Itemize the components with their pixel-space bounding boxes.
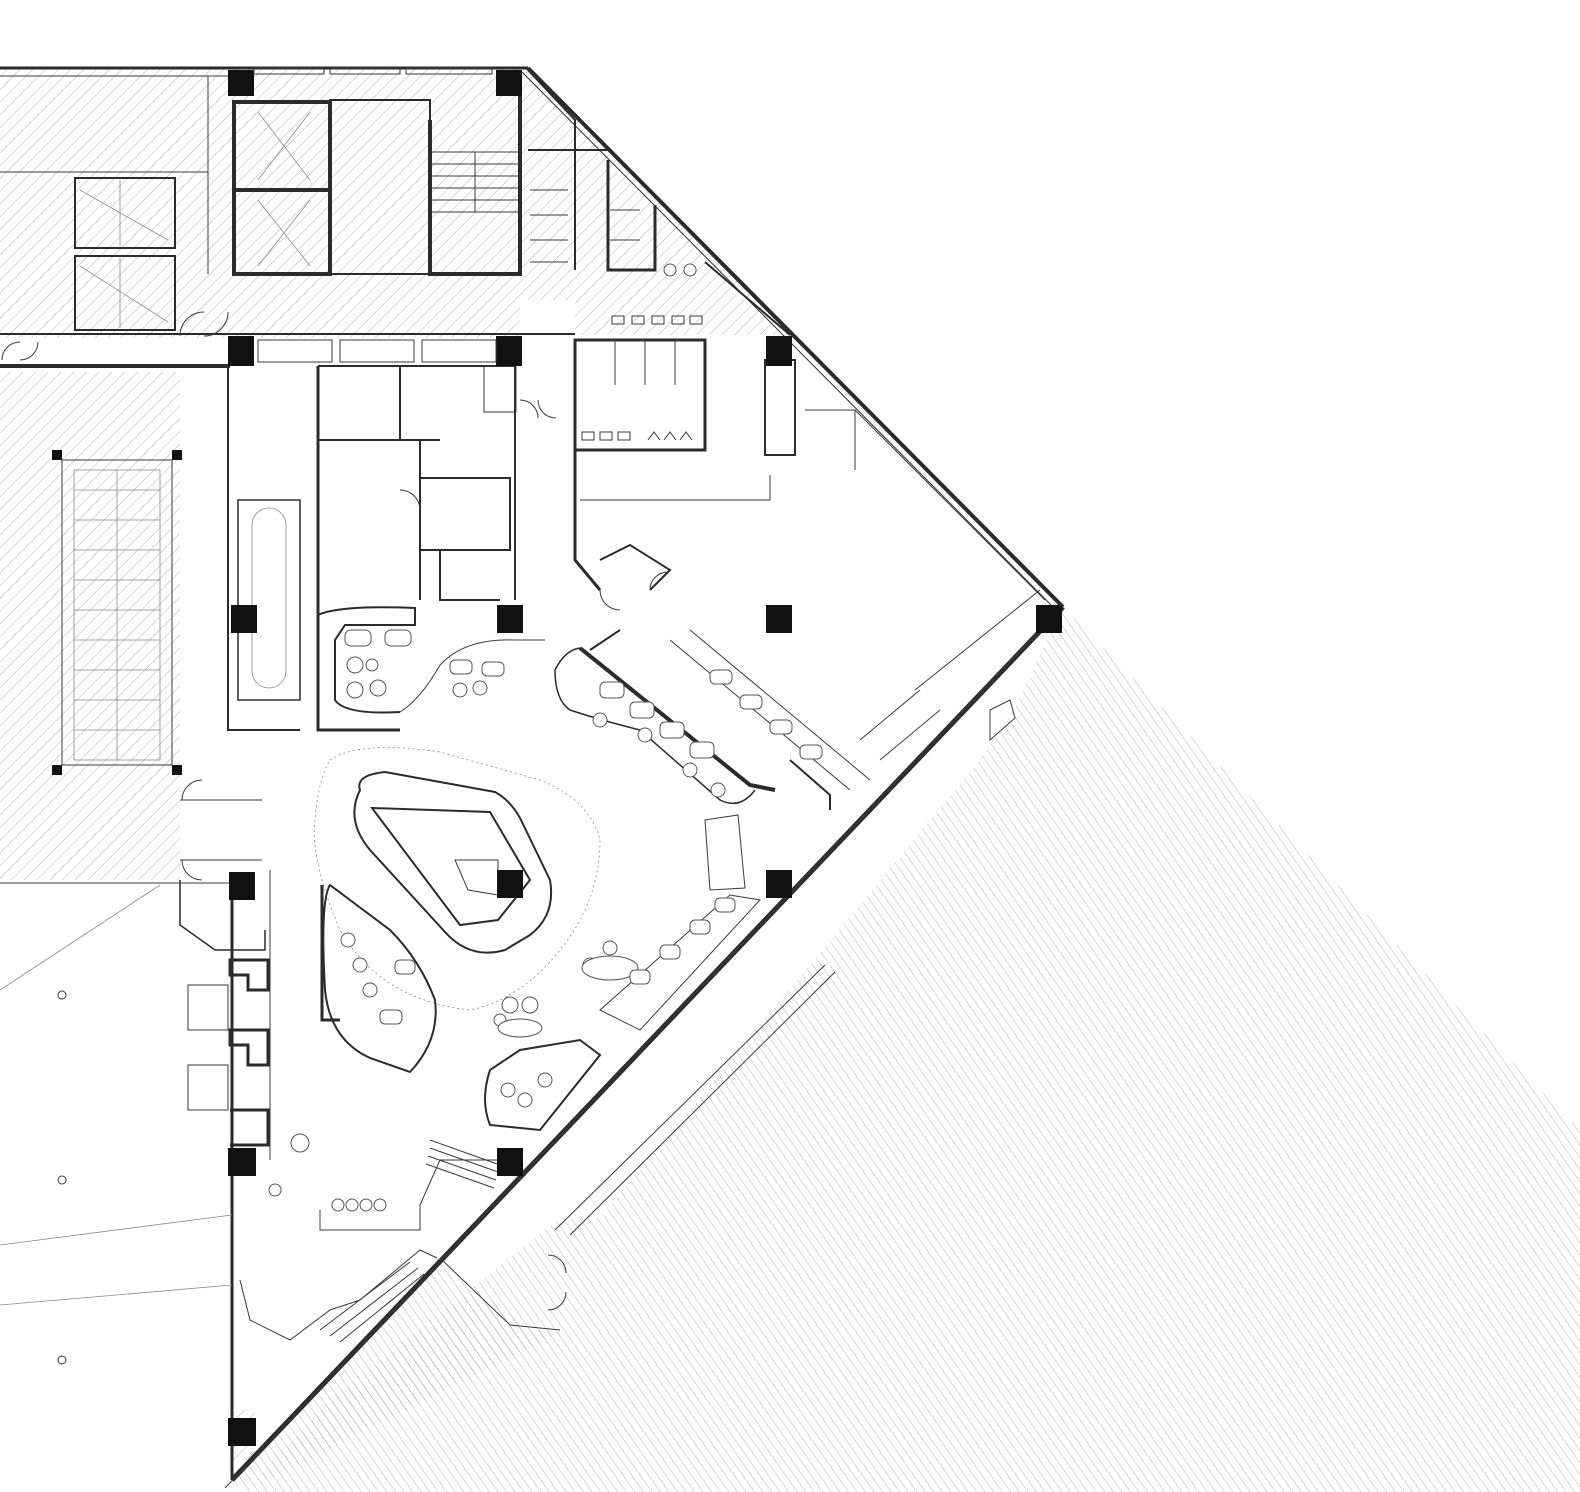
lounge-west: [322, 883, 437, 1074]
service-core: [0, 66, 575, 368]
window-bands: [253, 67, 497, 363]
column-4: [496, 336, 522, 366]
south-stair: [319, 1261, 425, 1343]
banquette-south-east: [599, 894, 761, 1031]
back-of-house: [227, 365, 557, 732]
hatch-southeast-exterior: [245, 607, 1580, 1492]
booth-row-east: [669, 629, 871, 791]
island-outer: [353, 770, 553, 954]
column-3: [228, 336, 254, 366]
west-lift-1: [74, 177, 176, 249]
bar-counter: [578, 646, 776, 792]
entrance-steps: [425, 1139, 501, 1189]
column-9: [1036, 605, 1062, 633]
column-6: [231, 605, 257, 633]
escalator-void: [237, 499, 301, 701]
column-1: [228, 70, 254, 96]
north-east-facade: [526, 66, 1065, 609]
column-15: [228, 1418, 256, 1446]
stair-core: [428, 70, 522, 276]
column-atrium-3: [52, 765, 62, 775]
west-atrium: [52, 450, 262, 881]
wc-cubicles-upper: [606, 160, 657, 272]
column-atrium-4: [172, 765, 182, 775]
column-11: [497, 870, 523, 898]
column-14: [497, 1148, 523, 1176]
shaft-east: [764, 359, 796, 456]
east-lounge: [573, 450, 1016, 810]
column-5: [766, 336, 792, 366]
seating: [268, 606, 871, 1212]
column-atrium-2: [172, 450, 182, 460]
column-10: [229, 872, 255, 900]
hatch-west-hall: [0, 372, 180, 880]
lounge-north-west: [317, 606, 416, 714]
wc-unit-2: [228, 1028, 270, 1067]
toilet-block: [527, 69, 796, 456]
wc-cubicles-lower: [573, 338, 707, 452]
door-swing-corridor: [179, 311, 229, 337]
column-2: [496, 70, 522, 96]
column-8: [766, 605, 792, 633]
west-lift-2: [74, 255, 176, 331]
columns: [228, 70, 1062, 1446]
wc-unit-1: [228, 958, 270, 992]
hatch-south-wedge: [230, 1258, 560, 1492]
stair-treads: [432, 151, 518, 213]
island-inner: [369, 806, 532, 927]
column-12: [766, 870, 792, 898]
column-7: [497, 605, 523, 633]
entry-door-swing: [547, 1254, 567, 1311]
column-atrium-1: [52, 450, 62, 460]
lounge-south: [484, 1038, 602, 1132]
south-entrance: [0, 884, 836, 1365]
south-west-services: [179, 870, 340, 1160]
column-13: [228, 1148, 256, 1176]
